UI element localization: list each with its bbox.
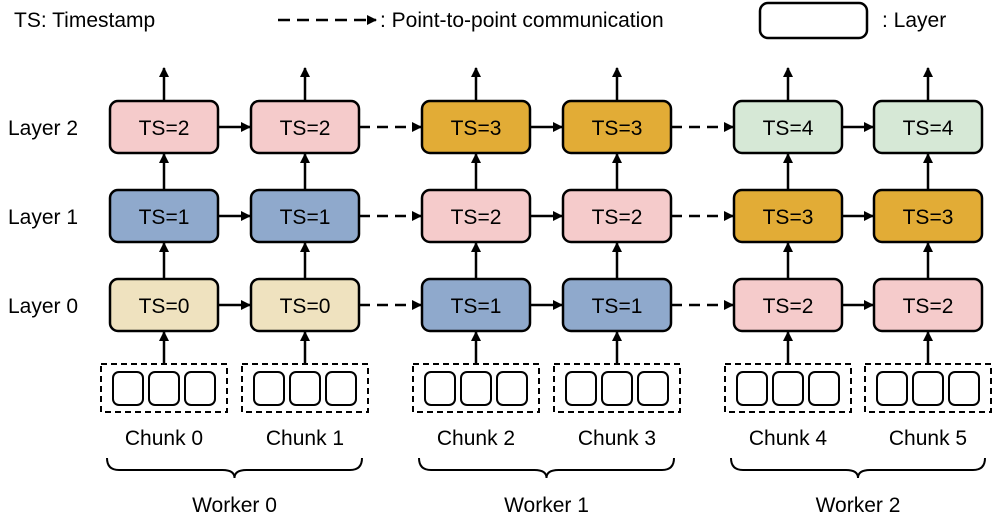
chunk-token bbox=[424, 371, 456, 406]
chunk-token bbox=[736, 371, 768, 406]
layer-cell bbox=[420, 99, 532, 155]
chunk-frame bbox=[412, 363, 540, 413]
layer-cell-label: TS=2 bbox=[139, 117, 190, 140]
layer-cell bbox=[872, 99, 984, 155]
chunk-label: Chunk 1 bbox=[266, 427, 344, 450]
chunk-token bbox=[808, 371, 840, 406]
worker-brace bbox=[418, 457, 675, 479]
chunk-label: Chunk 2 bbox=[437, 427, 515, 450]
layer-cell-label: TS=2 bbox=[903, 295, 954, 318]
chunk-token bbox=[912, 371, 944, 406]
chunk-token bbox=[601, 371, 633, 406]
chunk-token bbox=[460, 371, 492, 406]
chunk-token bbox=[148, 371, 180, 406]
chunk-label: Chunk 3 bbox=[578, 427, 656, 450]
layer-cell-label: TS=3 bbox=[903, 206, 954, 229]
layer-cell bbox=[561, 277, 673, 333]
chunk-frame bbox=[100, 363, 228, 413]
layer-cell bbox=[732, 188, 844, 244]
chunks: Chunk 0 Chunk 1 Chunk 2 Chunk 3 Chunk 4 Chunk… bbox=[100, 363, 992, 450]
layer-cell-label: TS=3 bbox=[592, 117, 643, 140]
chunk-token bbox=[253, 371, 285, 406]
chunk-frame bbox=[724, 363, 852, 413]
layer-cell bbox=[732, 99, 844, 155]
layer-cell bbox=[249, 188, 361, 244]
legend-layer-box bbox=[758, 1, 869, 40]
layer-label-0: Layer 0 bbox=[8, 295, 78, 318]
chunk-token bbox=[565, 371, 597, 406]
layer-cell bbox=[420, 277, 532, 333]
chunk-label: Chunk 0 bbox=[125, 427, 203, 450]
layer-cell bbox=[249, 99, 361, 155]
layer-cell-label: TS=2 bbox=[592, 206, 643, 229]
chunk-label: Chunk 4 bbox=[749, 427, 828, 450]
chunk-token bbox=[637, 371, 669, 406]
layer-cell bbox=[108, 188, 220, 244]
layer-cell-label: TS=2 bbox=[763, 295, 814, 318]
layer-label-1: Layer 1 bbox=[8, 206, 78, 229]
layer-cell bbox=[872, 188, 984, 244]
chunk-label: Chunk 5 bbox=[889, 427, 967, 450]
layer-cell bbox=[108, 99, 220, 155]
chunk-frame bbox=[241, 363, 369, 413]
chunk-token bbox=[772, 371, 804, 406]
legend-timestamp-text: TS: Timestamp bbox=[14, 9, 155, 32]
layer-cell bbox=[561, 99, 673, 155]
chunk-frame bbox=[553, 363, 681, 413]
chunk-token bbox=[325, 371, 357, 406]
layer-label-2: Layer 2 bbox=[8, 117, 78, 140]
chunk-token bbox=[289, 371, 321, 406]
layer-cell-label: TS=1 bbox=[280, 206, 331, 229]
layer-labels: Layer 0 Layer 1 Layer 2 bbox=[8, 117, 78, 318]
chunk-frame bbox=[864, 363, 992, 413]
layer-cell-label: TS=4 bbox=[903, 117, 954, 140]
layer-cell bbox=[249, 277, 361, 333]
legend: TS: Timestamp : Point-to-point communica… bbox=[14, 1, 946, 40]
layer-cell-label: TS=3 bbox=[451, 117, 502, 140]
chunk-token bbox=[184, 371, 216, 406]
chunk-token bbox=[876, 371, 908, 406]
layer-cell-label: TS=0 bbox=[280, 295, 331, 318]
worker-label: Worker 1 bbox=[504, 494, 589, 517]
chunk-token bbox=[948, 371, 980, 406]
layer-cell-label: TS=2 bbox=[280, 117, 331, 140]
legend-p2p-text: : Point-to-point communication bbox=[380, 9, 664, 32]
layer-cell bbox=[561, 188, 673, 244]
workers: Worker 0 Worker 1 Worker 2 bbox=[106, 457, 986, 517]
chunk-token bbox=[112, 371, 144, 406]
worker-label: Worker 2 bbox=[816, 494, 901, 517]
layer-cell bbox=[872, 277, 984, 333]
layer-cell-label: TS=1 bbox=[139, 206, 190, 229]
legend-layer-text: : Layer bbox=[882, 9, 946, 32]
arrows bbox=[159, 67, 933, 364]
layer-cell bbox=[732, 277, 844, 333]
layer-cell bbox=[108, 277, 220, 333]
worker-brace bbox=[730, 457, 986, 479]
chunk-token bbox=[496, 371, 528, 406]
layer-cell-label: TS=1 bbox=[451, 295, 502, 318]
layer-cell-label: TS=3 bbox=[763, 206, 814, 229]
worker-brace bbox=[106, 457, 363, 479]
layer-cell bbox=[420, 188, 532, 244]
layer-cell-label: TS=4 bbox=[763, 117, 814, 140]
layer-cell-label: TS=2 bbox=[451, 206, 502, 229]
layer-cell-label: TS=0 bbox=[139, 295, 190, 318]
layer-cell-label: TS=1 bbox=[592, 295, 643, 318]
worker-label: Worker 0 bbox=[192, 494, 277, 517]
